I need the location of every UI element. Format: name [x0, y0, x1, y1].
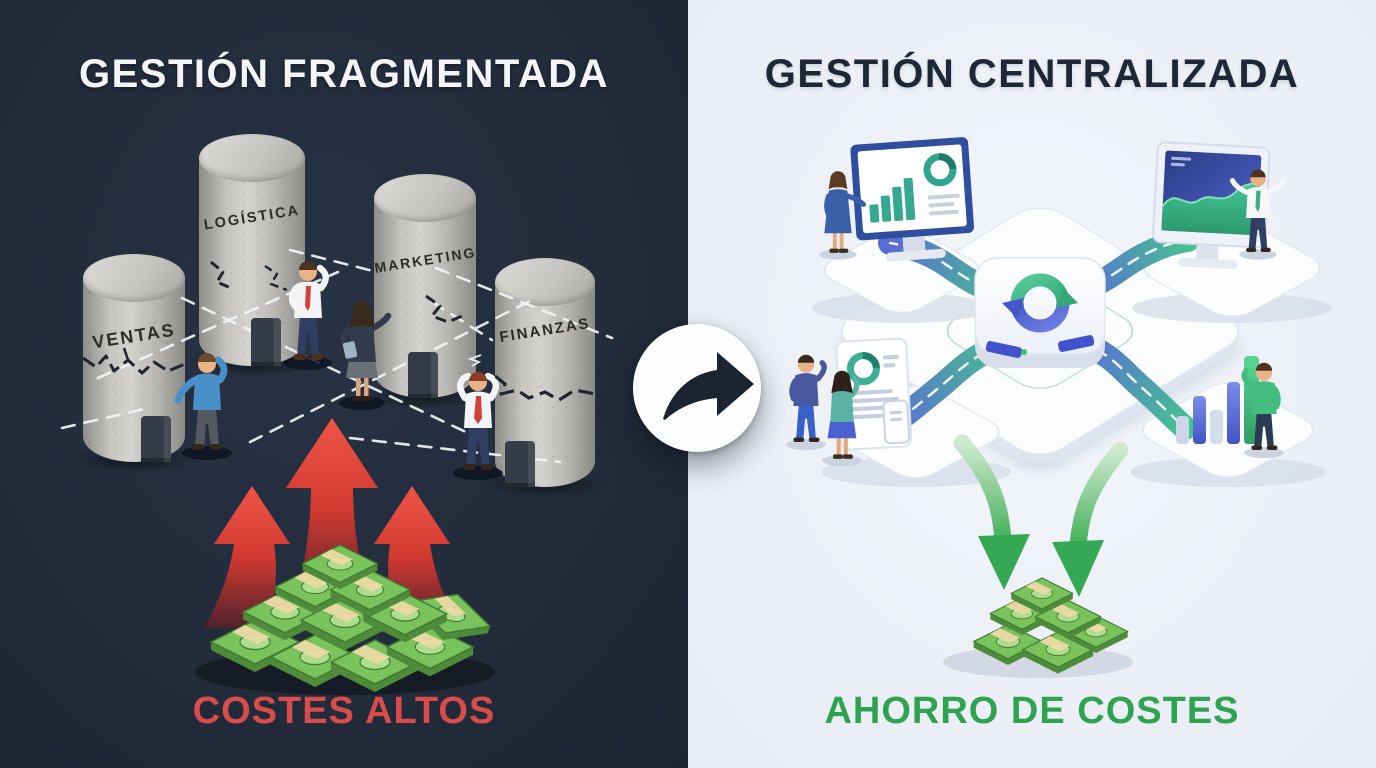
person-reviewer-woman — [822, 370, 862, 467]
caption-ahorro-costes: AHORRO DE COSTES — [824, 690, 1240, 732]
wave-chart — [1161, 177, 1261, 236]
crack-icon — [83, 347, 185, 375]
clipboard — [882, 399, 911, 445]
person-analyst-green — [1241, 362, 1284, 459]
silo-door — [141, 416, 171, 462]
growth-bar-chart-bottom-right — [1176, 356, 1259, 444]
person-presenter-man — [1229, 169, 1287, 260]
crack-icon — [210, 260, 288, 292]
silo-finanzas: FINANZAS — [481, 258, 609, 499]
silo-door — [408, 352, 438, 398]
person-confused-blue — [174, 353, 232, 460]
caption-costes-altos: COSTES ALTOS — [192, 690, 496, 732]
silo-top — [199, 134, 305, 182]
person-presenter-woman — [819, 171, 867, 260]
green-arrow-head — [1052, 540, 1104, 597]
fragmented-scene — [60, 248, 614, 695]
title-fragmented: GESTIÓN FRAGMENTADA — [79, 52, 609, 96]
silo-ventas: VENTAS — [68, 254, 200, 474]
monitor-analytics-top-right — [1152, 141, 1271, 270]
silo-top — [83, 254, 185, 302]
centralized-scene — [786, 137, 1332, 678]
money-pile-small — [943, 577, 1133, 678]
savings-down-arrows — [953, 434, 1129, 597]
arrow-right-icon — [663, 352, 754, 420]
transition-arrow-badge — [633, 324, 761, 452]
person-frustrated-tie — [453, 354, 503, 480]
silo-marketing: MARKETING — [359, 174, 491, 410]
title-centralized: GESTIÓN CENTRALIZADA — [764, 52, 1300, 96]
person-woman-blazer — [339, 301, 392, 410]
silo-door — [505, 441, 535, 487]
silo-logistica: LOGÍSTICA — [184, 134, 320, 378]
silo-top — [374, 174, 476, 222]
silo-door — [251, 318, 281, 366]
person-reviewer-man — [786, 354, 827, 451]
sync-icon — [1002, 273, 1078, 333]
green-arrow-head — [978, 534, 1030, 590]
crack-icon — [425, 294, 463, 324]
money-pile-large — [195, 544, 497, 695]
central-hub — [974, 257, 1106, 368]
monitor-dashboard-top-left — [850, 137, 975, 262]
crack-icon — [495, 374, 595, 402]
person-shrugging-tie — [284, 261, 332, 370]
mini-donut-chart — [846, 352, 880, 386]
red-arrow-left — [204, 486, 290, 628]
silo-body — [83, 278, 185, 462]
mini-bar-chart — [869, 177, 916, 223]
report-card-bottom-left — [835, 337, 913, 451]
